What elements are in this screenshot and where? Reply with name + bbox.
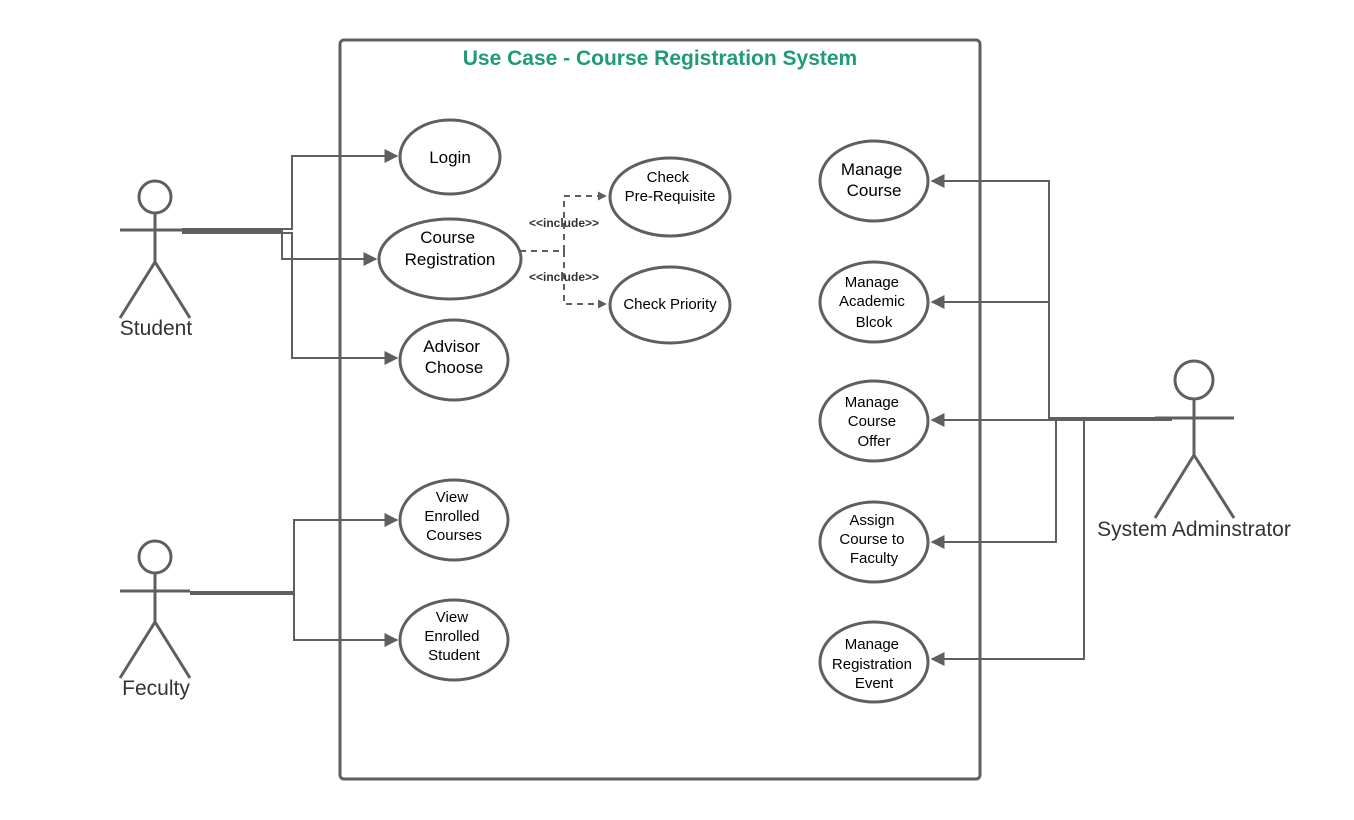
include-priority-line	[520, 250, 607, 309]
student-to-advisor-choose	[182, 232, 399, 365]
svg-text:Check Priority: Check Priority	[623, 296, 717, 313]
svg-text:Manage Course Offe: Manage Course Offer	[845, 394, 903, 450]
usecase-course-registration-line1: Course	[420, 228, 475, 247]
usecase-manage-academic-block[interactable]: Manage Academic Blcok	[818, 260, 930, 344]
usecase-check-prerequisite-line1: Check	[647, 169, 690, 186]
svg-text:Login: Login	[429, 148, 471, 167]
faculty-label: Feculty	[122, 677, 190, 700]
usecase-advisor-choose-line2: Choose	[425, 358, 484, 377]
faculty-head	[137, 539, 173, 575]
usecase-check-prerequisite-line2: Pre-Requisite	[625, 188, 716, 205]
usecase-manage-registration-event-line1: Manage	[845, 636, 899, 653]
usecase-view-enrolled-student[interactable]: View Enrolled Student	[398, 598, 510, 682]
admin-label: System Adminstrator	[1097, 518, 1291, 541]
svg-text:Manage Course: Manage Course	[841, 160, 907, 200]
usecase-assign-course-to-faculty-line3: Faculty	[850, 550, 899, 567]
usecase-manage-course-offer[interactable]: Manage Course Offer	[818, 379, 930, 463]
usecase-manage-course-line1: Manage	[841, 160, 902, 179]
usecase-manage-academic-block-line1: Manage	[845, 274, 899, 291]
usecase-manage-registration-event-line3: Event	[855, 675, 894, 692]
svg-text:Advisor Choose: Advisor Choose	[423, 337, 484, 377]
system-title: Use Case - Course Registration System	[463, 47, 857, 70]
actor-student[interactable]	[118, 179, 192, 319]
usecase-view-enrolled-courses-line1: View	[436, 489, 468, 506]
usecase-course-registration[interactable]: Course Registration	[377, 217, 523, 301]
usecase-advisor-choose-line1: Advisor	[423, 337, 480, 356]
system-boundary	[338, 38, 982, 781]
faculty-to-view-student	[190, 593, 399, 647]
student-label: Student	[120, 317, 193, 340]
usecase-view-enrolled-courses-line3: Courses	[426, 527, 482, 544]
usecase-check-prerequisite[interactable]: Check Pre-Requisite	[608, 156, 732, 238]
usecase-manage-course-offer-line3: Offer	[857, 433, 890, 450]
admin-to-manage-academic-block	[930, 295, 1172, 420]
usecase-login-label: Login	[429, 148, 471, 167]
usecase-view-enrolled-student-line1: View	[436, 609, 468, 626]
actor-faculty[interactable]	[118, 539, 192, 679]
svg-text:View Enrolled Stud: View Enrolled Student	[424, 609, 483, 664]
usecase-manage-course-offer-line2: Course	[848, 413, 896, 430]
svg-text:Manage Registration: Manage Registration Event	[832, 636, 916, 692]
usecase-advisor-choose[interactable]: Advisor Choose	[398, 318, 510, 402]
usecase-view-enrolled-student-line2: Enrolled	[424, 628, 479, 645]
usecase-view-enrolled-courses[interactable]: View Enrolled Courses	[398, 478, 510, 562]
usecase-course-registration-line2: Registration	[405, 250, 496, 269]
svg-text:Manage Academic Bl: Manage Academic Blcok	[839, 274, 909, 331]
usecase-manage-registration-event[interactable]: Manage Registration Event	[818, 620, 930, 704]
faculty-to-view-courses	[190, 513, 399, 593]
admin-head	[1173, 359, 1215, 401]
svg-text:Check Pre-Requisite: Check Pre-Requisite	[625, 169, 716, 205]
actor-system-administrator[interactable]	[1153, 359, 1236, 519]
usecase-manage-course-line2: Course	[847, 181, 902, 200]
include-label-2: <<include>>	[529, 270, 599, 284]
svg-text:Course Registration: Course Registration	[405, 228, 496, 269]
usecase-assign-course-to-faculty-line1: Assign	[849, 512, 894, 529]
usecase-login[interactable]: Login	[398, 118, 502, 196]
student-to-course-registration	[182, 230, 378, 266]
usecase-check-priority[interactable]: Check Priority	[608, 265, 732, 345]
usecase-view-enrolled-courses-line2: Enrolled	[424, 508, 479, 525]
usecase-manage-course-offer-line1: Manage	[845, 394, 899, 411]
usecase-check-priority-label: Check Priority	[623, 296, 717, 313]
include-label-1: <<include>>	[529, 216, 599, 230]
usecase-manage-academic-block-line2: Academic	[839, 293, 905, 310]
usecase-assign-course-to-faculty[interactable]: Assign Course to Faculty	[818, 500, 930, 584]
svg-text:Assign Course to F: Assign Course to Faculty	[839, 512, 908, 567]
usecase-assign-course-to-faculty-line2: Course to	[839, 531, 904, 548]
usecase-manage-registration-event-line2: Registration	[832, 656, 912, 673]
admin-to-manage-registration-event	[930, 419, 1172, 666]
student-to-login	[182, 149, 399, 230]
usecase-manage-course[interactable]: Manage Course	[818, 139, 930, 223]
usecase-view-enrolled-student-line3: Student	[428, 647, 481, 664]
svg-text:View Enrolled Cour: View Enrolled Courses	[424, 489, 483, 544]
usecase-manage-academic-block-line3: Blcok	[856, 314, 893, 331]
admin-to-manage-course	[930, 174, 1172, 419]
student-head	[137, 179, 173, 215]
